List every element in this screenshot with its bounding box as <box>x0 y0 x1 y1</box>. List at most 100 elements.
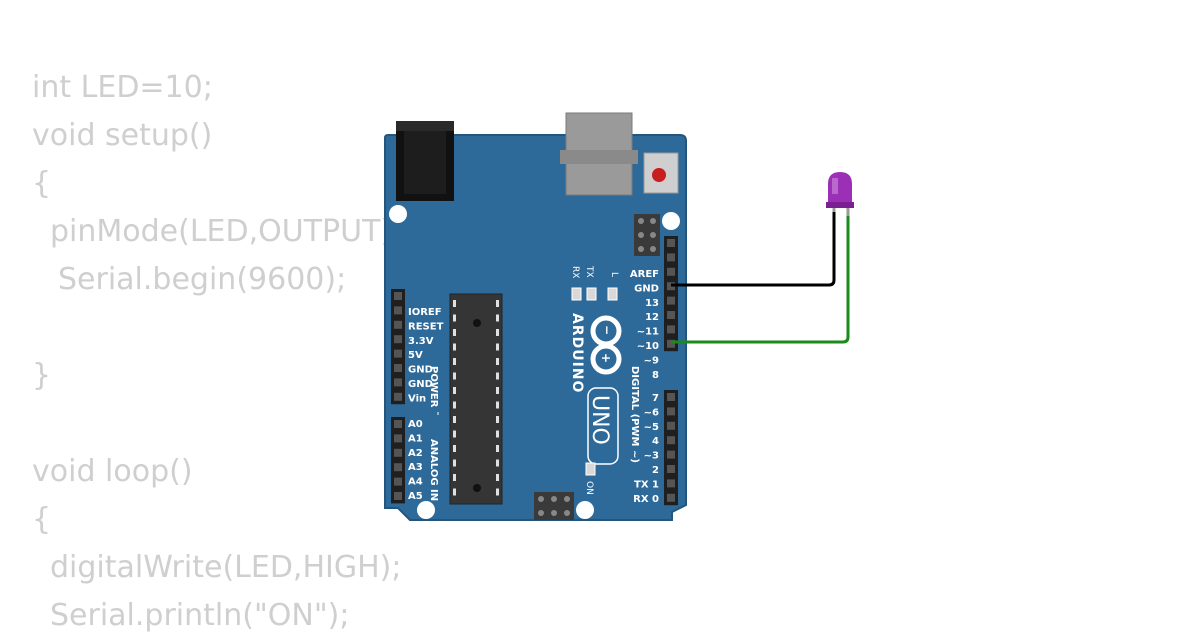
header-pin[interactable] <box>394 378 402 387</box>
header-strip <box>391 289 405 405</box>
svg-text:+: + <box>599 353 613 363</box>
chip-pin <box>453 416 456 423</box>
pin-label: 4 <box>652 436 659 447</box>
chip-pin <box>453 343 456 351</box>
pin-label: A0 <box>408 419 423 430</box>
header-pin[interactable] <box>667 325 675 334</box>
header-pin[interactable] <box>394 477 402 486</box>
analog-header[interactable] <box>391 417 405 504</box>
header-pin[interactable] <box>667 421 675 430</box>
pin-label: ~3 <box>644 451 659 462</box>
header-pin[interactable] <box>394 349 402 358</box>
header-pin[interactable] <box>667 253 675 262</box>
code-line: { <box>32 166 52 201</box>
rx-indicator-label: RX <box>570 266 580 278</box>
header-pin[interactable] <box>667 339 675 348</box>
brand-text: ARDUINO <box>569 313 585 393</box>
header-pin[interactable] <box>667 493 675 502</box>
pin-label: GND <box>634 283 659 294</box>
digital-header-upper[interactable] <box>664 236 678 352</box>
header-pin[interactable] <box>667 479 675 488</box>
code-line: void setup() <box>32 118 213 153</box>
header-pin[interactable] <box>394 335 402 344</box>
wire-pin10[interactable] <box>671 216 850 344</box>
chip-pin <box>453 430 456 438</box>
mount-hole <box>417 501 435 519</box>
icsp-header-top <box>634 214 660 256</box>
pin-label: RESET <box>408 321 444 332</box>
pin-label: ~11 <box>637 327 659 338</box>
header-pin[interactable] <box>394 492 402 500</box>
header-pin[interactable] <box>394 448 402 457</box>
chip-pin <box>496 358 499 365</box>
chip-pin <box>453 445 456 452</box>
on-led <box>585 462 596 476</box>
analog-section-label: ANALOG IN <box>428 439 439 501</box>
on-label: ON <box>584 481 594 495</box>
pin-label: 2 <box>652 465 659 476</box>
pin-label: IOREF <box>408 307 442 318</box>
header-pin[interactable] <box>667 239 675 247</box>
pin-label: 5V <box>408 350 423 361</box>
chip-pin <box>453 314 456 322</box>
header-pin[interactable] <box>394 463 402 472</box>
pin-label: RX 0 <box>633 494 659 505</box>
header-pin[interactable] <box>667 450 675 459</box>
code-line: void loop() <box>32 454 193 489</box>
reset-button[interactable] <box>643 152 679 194</box>
code-line: } <box>32 358 52 393</box>
header-strip <box>391 417 405 504</box>
power-header[interactable] <box>391 289 405 405</box>
chip-pin <box>453 329 456 336</box>
led-rim <box>826 202 854 208</box>
header-pin[interactable] <box>394 320 402 329</box>
code-line: Serial.println("ON"); <box>50 598 350 633</box>
led-body <box>828 172 852 206</box>
header-pin[interactable] <box>394 364 402 372</box>
header-pin[interactable] <box>667 393 675 401</box>
wire-gnd[interactable] <box>671 212 836 287</box>
header-pin[interactable] <box>394 292 402 300</box>
usb-connector <box>560 112 638 196</box>
led[interactable] <box>826 172 854 216</box>
pin-label: GND <box>408 365 433 376</box>
header-pin[interactable] <box>394 420 402 428</box>
header-pin[interactable] <box>667 267 675 276</box>
digital-section-label: DIGITAL (PWM ~) <box>629 366 640 463</box>
header-pin[interactable] <box>394 392 402 401</box>
atmega-chip <box>449 293 503 505</box>
pin-label: 8 <box>652 370 659 381</box>
tx-led <box>586 287 597 301</box>
chip-pin <box>496 474 499 481</box>
header-pin[interactable] <box>394 306 402 315</box>
pin-label: ~9 <box>644 355 659 366</box>
chip-pin <box>496 300 499 307</box>
pin-label: Vin <box>408 393 426 404</box>
code-line: int LED=10; <box>32 70 213 105</box>
l-indicator-label: L <box>609 272 619 277</box>
uno-badge: UNO <box>587 387 619 465</box>
header-pin[interactable] <box>667 465 675 473</box>
chip-pin <box>496 445 499 452</box>
header-pin[interactable] <box>667 407 675 416</box>
header-pin[interactable] <box>394 434 402 443</box>
header-pin[interactable] <box>667 311 675 319</box>
header-pin[interactable] <box>667 296 675 305</box>
chip-pin <box>453 300 456 307</box>
icsp-header-bottom <box>534 492 574 520</box>
arduino-logo: − + <box>590 315 622 375</box>
svg-text:−: − <box>600 325 614 335</box>
header-pin[interactable] <box>667 436 675 445</box>
code-line: Serial.begin(9600); <box>58 262 347 297</box>
chip-pin <box>496 343 499 351</box>
chip-pin <box>496 459 499 467</box>
pin-label: ~10 <box>637 341 659 352</box>
digital-header-lower[interactable] <box>664 390 678 506</box>
mount-hole <box>389 205 407 223</box>
chip-pin <box>453 387 456 394</box>
code-line: { <box>32 502 52 537</box>
pin-label: A5 <box>408 491 423 502</box>
